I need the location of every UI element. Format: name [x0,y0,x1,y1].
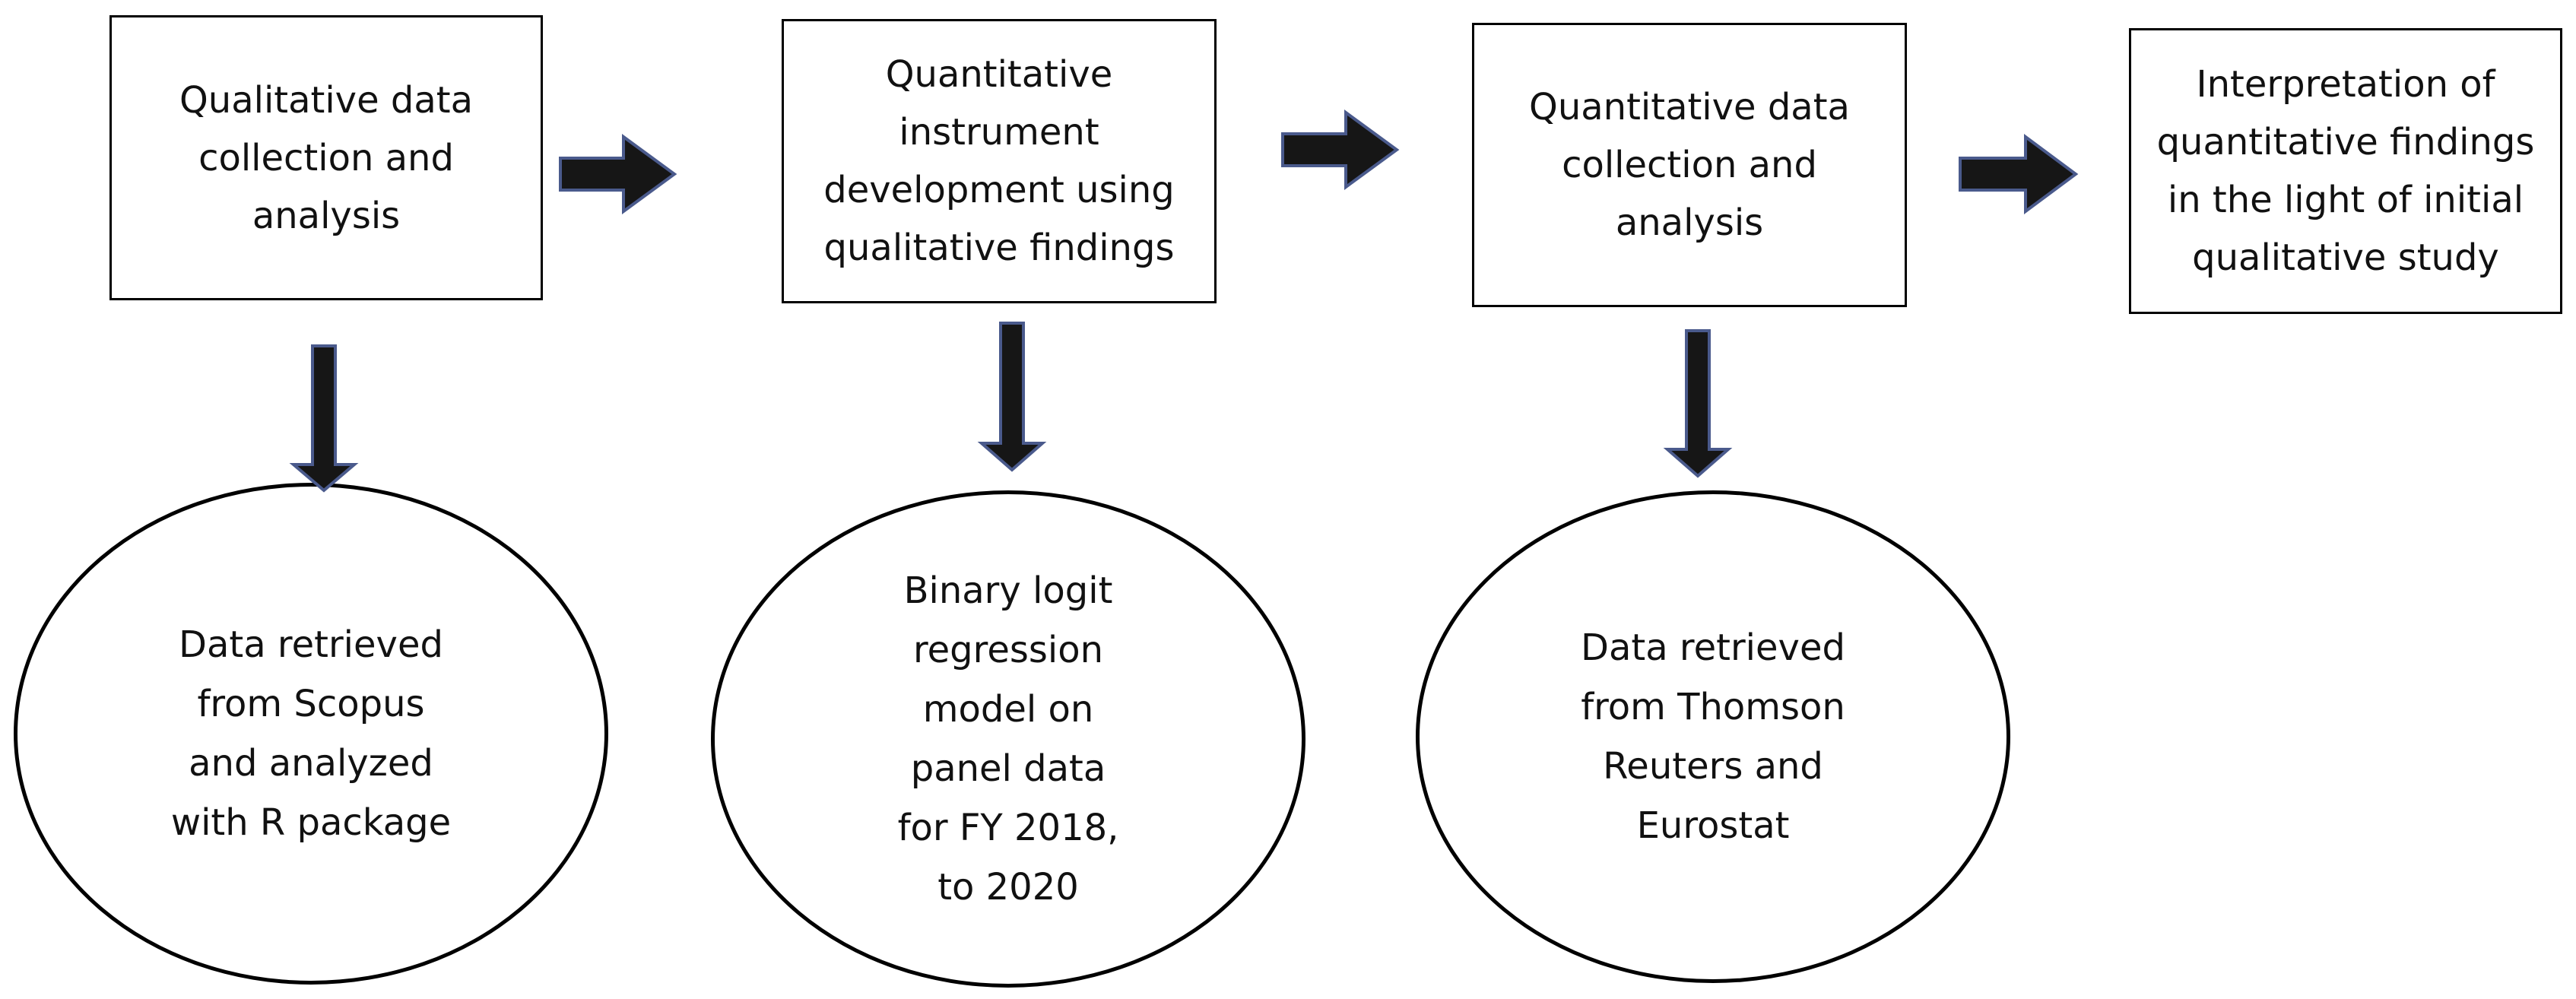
detail-ellipse-logit-model: Binary logit regression model on panel d… [711,490,1305,988]
step-box-instrument-development: Quantitative instrument development usin… [782,19,1217,303]
detail-label: Binary logit regression model on panel d… [897,569,1119,909]
step-box-interpretation: Interpretation of quantitative findings … [2129,28,2562,314]
step-label: Qualitative data collection and analysis [179,78,473,237]
right-arrow-icon [1281,109,1400,190]
down-arrow-icon [977,322,1047,472]
detail-label: Data retrieved from Thomson Reuters and … [1581,626,1845,847]
detail-ellipse-thomson-reuters: Data retrieved from Thomson Reuters and … [1416,490,2010,983]
right-arrow-icon [559,134,677,214]
down-arrow-icon [289,344,359,493]
step-label: Quantitative instrument development usin… [823,53,1175,269]
detail-label: Data retrieved from Scopus and analyzed … [170,623,452,844]
step-box-quantitative-collection: Quantitative data collection and analysi… [1472,23,1907,307]
right-arrow-icon [1959,134,2079,214]
step-label: Interpretation of quantitative findings … [2156,63,2535,279]
step-box-qualitative-collection: Qualitative data collection and analysis [109,15,543,300]
detail-ellipse-scopus: Data retrieved from Scopus and analyzed … [14,483,608,985]
step-label: Quantitative data collection and analysi… [1529,86,1850,244]
down-arrow-icon [1663,329,1733,478]
